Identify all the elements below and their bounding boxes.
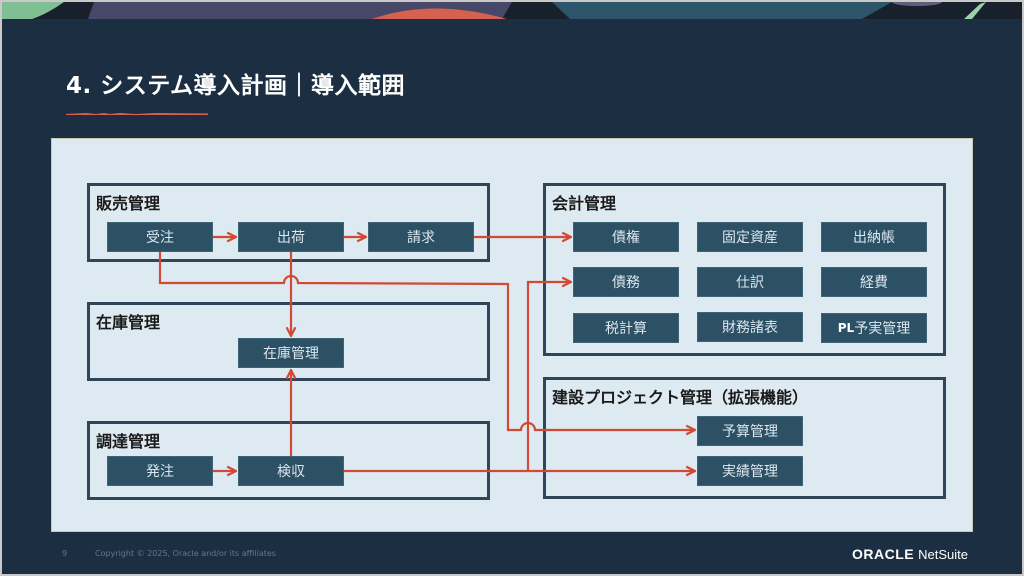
box-purchase-order[interactable]: 発注 [107, 456, 213, 486]
page-title: 4. システム導入計画｜導入範囲 [66, 73, 406, 99]
banner-teal-shape [552, 2, 892, 19]
copyright-notice: Copyright © 2025, Oracle and/or its affi… [95, 549, 276, 558]
group-title-procurement: 調達管理 [96, 432, 161, 451]
box-journal[interactable]: 仕訳 [697, 267, 803, 297]
group-title-inventory: 在庫管理 [96, 313, 161, 332]
group-title-sales: 販売管理 [96, 194, 161, 213]
box-payables[interactable]: 債務 [573, 267, 679, 297]
banner-grey-ellipse [892, 2, 942, 6]
box-cashbook[interactable]: 出納帳 [821, 222, 927, 252]
box-shipment[interactable]: 出荷 [238, 222, 344, 252]
box-fixed-assets[interactable]: 固定資産 [697, 222, 803, 252]
box-inventory-management[interactable]: 在庫管理 [238, 338, 344, 368]
banner-red-circle [372, 8, 507, 19]
group-title-construction-project: 建設プロジェクト管理（拡張機能） [552, 388, 809, 407]
box-expenses[interactable]: 経費 [821, 267, 927, 297]
box-order-received[interactable]: 受注 [107, 222, 213, 252]
banner-artwork [2, 2, 1022, 19]
group-title-accounting: 会計管理 [552, 194, 617, 213]
box-financial-statements[interactable]: 財務諸表 [697, 312, 803, 342]
budget-actual-label: 予実管理 [854, 321, 911, 337]
pl-label: PL [837, 321, 855, 335]
box-budget-management[interactable]: 予算管理 [697, 416, 803, 446]
decorative-banner [2, 2, 1022, 19]
box-inspection[interactable]: 検収 [238, 456, 344, 486]
box-tax-calculation[interactable]: 税計算 [573, 313, 679, 343]
title-underline-brush [66, 113, 208, 115]
box-actual-management[interactable]: 実績管理 [697, 456, 803, 486]
box-billing[interactable]: 請求 [368, 222, 474, 252]
netsuite-wordmark: NetSuite [918, 547, 968, 562]
oracle-wordmark: ORACLE [852, 546, 915, 562]
box-receivables[interactable]: 債権 [573, 222, 679, 252]
page-number: 9 [62, 549, 68, 558]
banner-green-shape [2, 2, 64, 19]
banner-green-stroke [964, 2, 986, 19]
